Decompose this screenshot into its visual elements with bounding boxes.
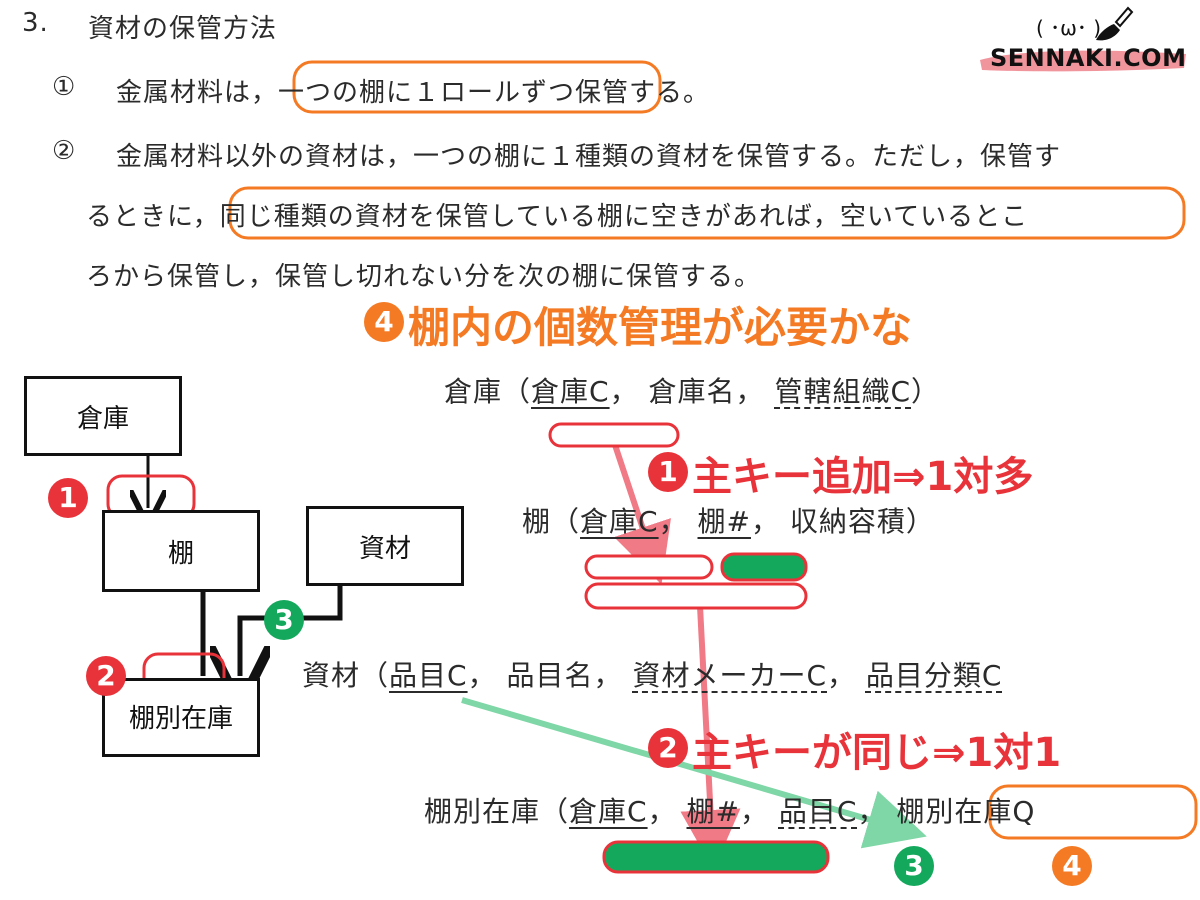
er-badge-1: 1 bbox=[48, 478, 88, 518]
rule-1-text: 金属材料は，一つの棚に１ロールずつ保管する。 bbox=[116, 78, 711, 108]
rule-2-line-2: るときに，同じ種類の資材を保管している棚に空きがあれば，空いているとこ bbox=[86, 202, 1029, 232]
pill-shelf-no-green bbox=[720, 552, 808, 582]
er-badge-2: 2 bbox=[86, 656, 126, 696]
rule-2-line-3: ろから保管し，保管し切れない分を次の棚に保管する。 bbox=[86, 262, 762, 292]
entity-shelf-stock: 棚別在庫 bbox=[102, 678, 260, 757]
schema-material: 資材（品目C， 品目名， 資材メーカーC， 品目分類C bbox=[302, 659, 1003, 692]
rule-2-line-1: 金属材料以外の資材は，一つの棚に１種類の資材を保管する。ただし，保管す bbox=[116, 142, 1062, 172]
badge-3-bottom: 3 bbox=[894, 846, 934, 886]
pill-warehouse-c-empty bbox=[548, 422, 680, 448]
annotation-1-text: 主キー追加⇒1対多 bbox=[692, 454, 1034, 500]
entity-material: 資材 bbox=[306, 506, 464, 586]
er-badge-3: 3 bbox=[264, 600, 304, 640]
annotation-2-text: 主キーが同じ⇒1対1 bbox=[692, 730, 1062, 776]
logo-brush-stroke bbox=[980, 50, 1186, 72]
schema-warehouse: 倉庫（倉庫C， 倉庫名， 管轄組織C） bbox=[444, 375, 941, 408]
highlight-shelf-stock-q bbox=[988, 784, 1198, 840]
rule-2-number: ② bbox=[52, 136, 77, 166]
pill-stock-green bbox=[602, 840, 830, 874]
annotation-4-text: 棚内の個数管理が必要かな bbox=[408, 303, 913, 352]
highlight-same-material bbox=[228, 186, 1186, 240]
section-title: 資材の保管方法 bbox=[88, 14, 278, 44]
pink-arrow-2 bbox=[680, 605, 741, 870]
badge-2-annotation: 2 bbox=[648, 728, 688, 768]
badge-4-headline: 4 bbox=[364, 302, 404, 342]
logo-face: ( ･ω･ ) bbox=[1036, 16, 1102, 40]
highlight-one-roll bbox=[292, 60, 662, 114]
logo-text: SENNAKI.COM bbox=[990, 44, 1187, 72]
badge-4-bottom: 4 bbox=[1052, 846, 1092, 886]
schema-shelf-stock: 棚別在庫（倉庫C， 棚#， 品目C， 棚別在庫Q bbox=[424, 795, 1036, 828]
entity-shelf-stock-top-border bbox=[102, 678, 258, 681]
badge-1-annotation: 1 bbox=[648, 452, 688, 492]
pill-shelf-warehouse-c bbox=[584, 554, 714, 580]
rule-1-number: ① bbox=[52, 72, 77, 102]
schema-shelf: 棚（倉庫C， 棚#， 収納容積） bbox=[522, 505, 935, 538]
pink-arrow-1 bbox=[611, 441, 671, 585]
entity-warehouse: 倉庫 bbox=[24, 376, 182, 456]
pill-shelf-pk-wide bbox=[584, 582, 808, 610]
logo: SENNAKI.COM bbox=[976, 42, 1190, 74]
brush-icon bbox=[1096, 6, 1134, 41]
section-number: 3. bbox=[22, 8, 49, 38]
entity-shelf: 棚 bbox=[102, 510, 260, 592]
